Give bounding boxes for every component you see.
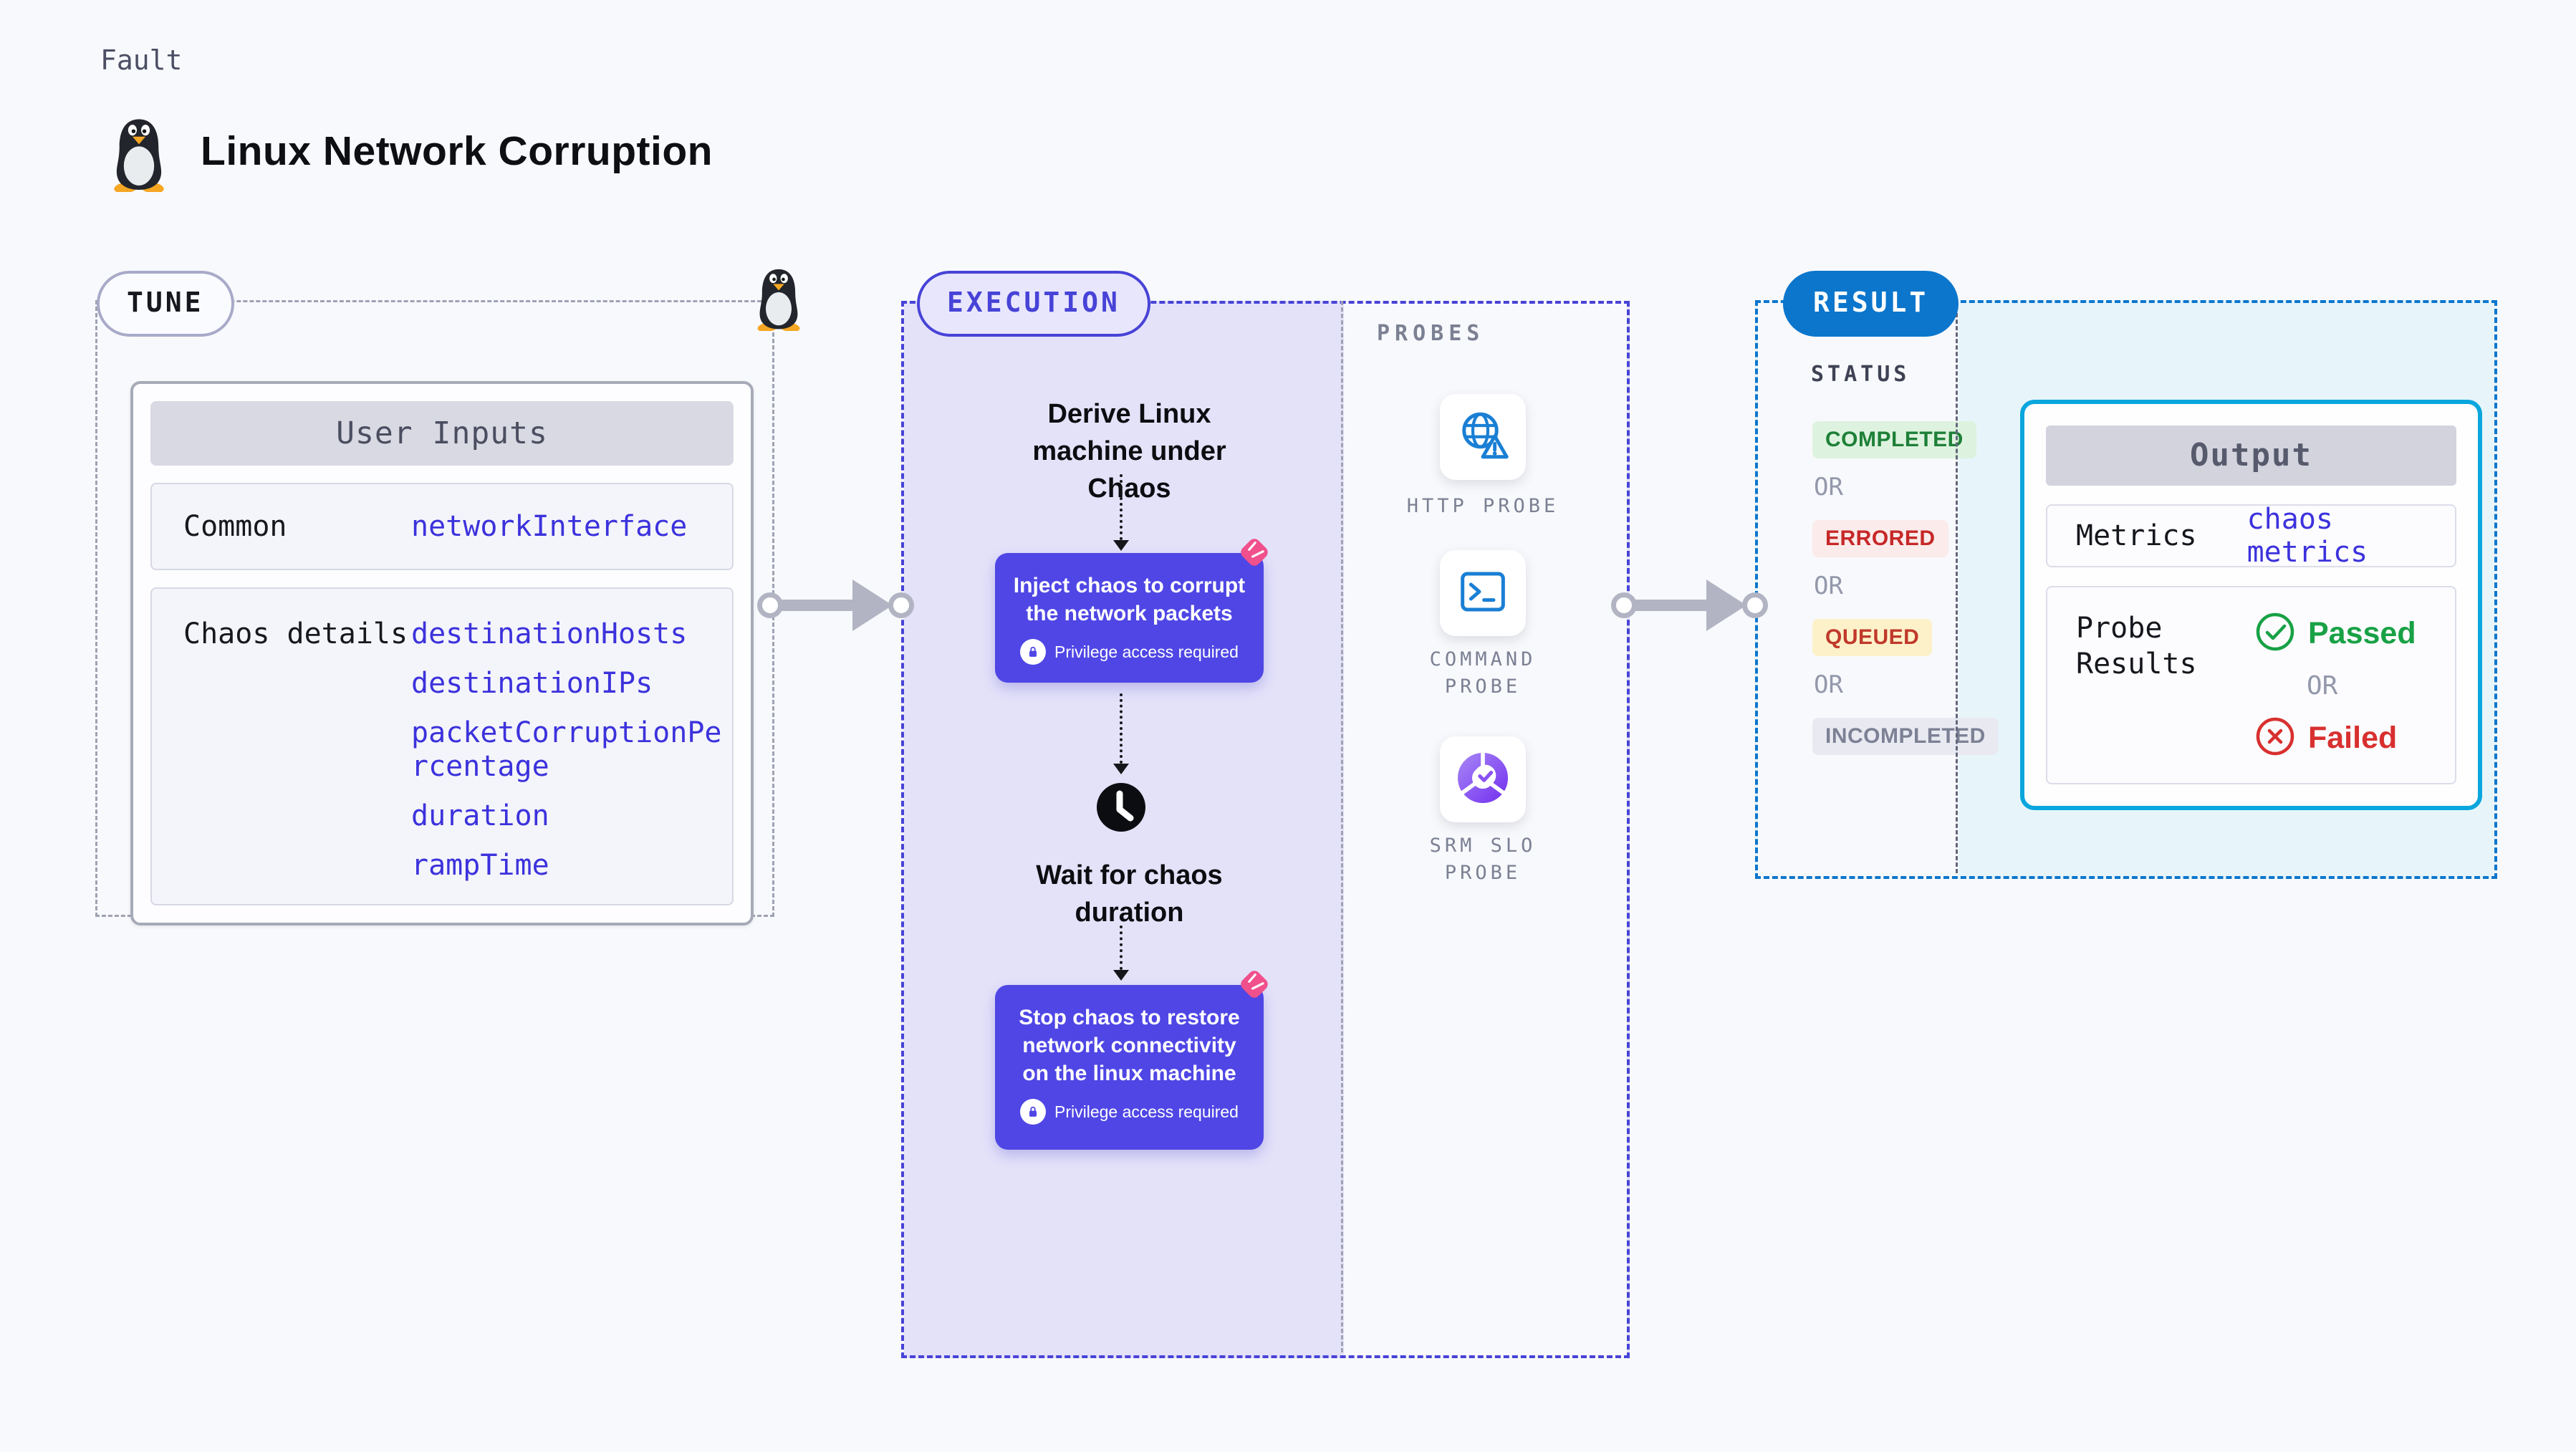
or-separator: OR (2307, 671, 2338, 701)
execution-to-result-arrow (1624, 600, 1717, 611)
tune-to-execution-arrow (770, 600, 863, 611)
result-badge: RESULT (1783, 271, 1959, 337)
tune-badge: TUNE (97, 271, 234, 337)
metrics-label: Metrics (2076, 519, 2197, 552)
slo-donut-icon (1454, 749, 1512, 810)
row-value: destinationHosts (411, 617, 688, 650)
execution-to-result-arrowhead (1706, 580, 1746, 631)
status-output-divider (1956, 300, 1958, 873)
privilege-note: Privilege access required (1054, 1102, 1239, 1121)
flow-arrowhead (1113, 970, 1129, 981)
probes-zone-label: PROBES (1377, 321, 1485, 346)
passed-check-icon (2255, 612, 2295, 655)
row-value: rampTime (411, 849, 549, 882)
command-probe-label: COMMAND PROBE (1429, 648, 1537, 698)
flow-arrowhead (1113, 764, 1129, 774)
chaos-mark-icon (1234, 963, 1275, 1009)
linux-penguin-icon (106, 116, 172, 196)
user-inputs-header: User Inputs (150, 401, 734, 466)
user-inputs-table: User Inputs Common networkInterface Chao… (130, 381, 754, 925)
stop-chaos-text: Stop chaos to restore network connectivi… (1019, 1006, 1240, 1085)
row-value: networkInterface (411, 509, 688, 543)
chaos-mark-icon (1234, 532, 1275, 577)
table-row-common: Common networkInterface (150, 483, 734, 570)
lock-icon (1020, 639, 1047, 665)
wait-step-text: Wait for chaos duration (1036, 860, 1223, 928)
failed-label: Failed (2308, 721, 2398, 755)
wait-clock-icon (1095, 782, 1147, 837)
flow-connector (1120, 925, 1123, 970)
row-label: Chaos details (183, 617, 408, 650)
or-separator: OR (1814, 670, 1843, 699)
metrics-value: chaos metrics (2246, 503, 2368, 569)
or-separator: OR (1814, 473, 1843, 501)
execution-badge: EXECUTION (917, 271, 1150, 337)
status-badge-incompleted: INCOMPLETED (1812, 718, 1999, 755)
tune-penguin-icon (751, 266, 807, 335)
row-label: Common (183, 510, 287, 543)
http-probe-card (1440, 394, 1526, 480)
output-header: Output (2046, 425, 2456, 486)
or-separator: OR (1814, 572, 1843, 600)
output-card: Output Metrics chaos metrics Probe Resul… (2020, 400, 2482, 810)
derive-step-text: Derive Linux machine under Chaos (1032, 399, 1226, 504)
flow-arrowhead (1113, 540, 1129, 551)
terminal-icon (1454, 563, 1512, 624)
row-value: duration (411, 799, 549, 832)
connector-dot (1611, 592, 1637, 618)
fault-eyebrow-label: Fault (100, 44, 183, 76)
status-badge-errored: ERRORED (1812, 520, 1948, 557)
command-probe-card (1440, 550, 1526, 636)
probes-divider (1341, 301, 1343, 1352)
probe-results-row: Probe Results Passed OR (2046, 586, 2456, 784)
passed-label: Passed (2308, 616, 2416, 650)
flow-connector (1120, 693, 1123, 764)
inject-chaos-text: Inject chaos to corrupt the network pack… (1013, 574, 1246, 625)
connector-dot (757, 592, 783, 618)
status-column-label: STATUS (1811, 362, 1911, 387)
row-value: packetCorruptionPercentage (411, 716, 722, 783)
srm-slo-probe-label: SRM SLO PROBE (1429, 835, 1537, 884)
table-row-chaos-details: Chaos details destinationHosts destinati… (150, 587, 734, 905)
privilege-note: Privilege access required (1054, 642, 1239, 661)
srm-slo-probe-card (1440, 736, 1526, 822)
http-probe-label: HTTP PROBE (1406, 495, 1559, 517)
probe-results-label: Probe Results (2076, 612, 2197, 681)
inject-chaos-node: Inject chaos to corrupt the network pack… (995, 553, 1264, 683)
status-badge-queued: QUEUED (1812, 619, 1933, 656)
failed-x-icon (2255, 716, 2295, 760)
globe-alert-icon (1453, 405, 1513, 469)
flow-connector (1120, 474, 1123, 540)
page-title: Linux Network Corruption (201, 128, 713, 174)
connector-dot (888, 592, 914, 618)
stop-chaos-node: Stop chaos to restore network connectivi… (995, 985, 1264, 1150)
lock-icon (1020, 1099, 1047, 1125)
connector-dot (1742, 592, 1768, 618)
metrics-row: Metrics chaos metrics (2046, 503, 2456, 569)
tune-to-execution-arrowhead (852, 580, 893, 631)
row-value: destinationIPs (411, 667, 653, 700)
status-badge-completed: COMPLETED (1812, 421, 1976, 458)
